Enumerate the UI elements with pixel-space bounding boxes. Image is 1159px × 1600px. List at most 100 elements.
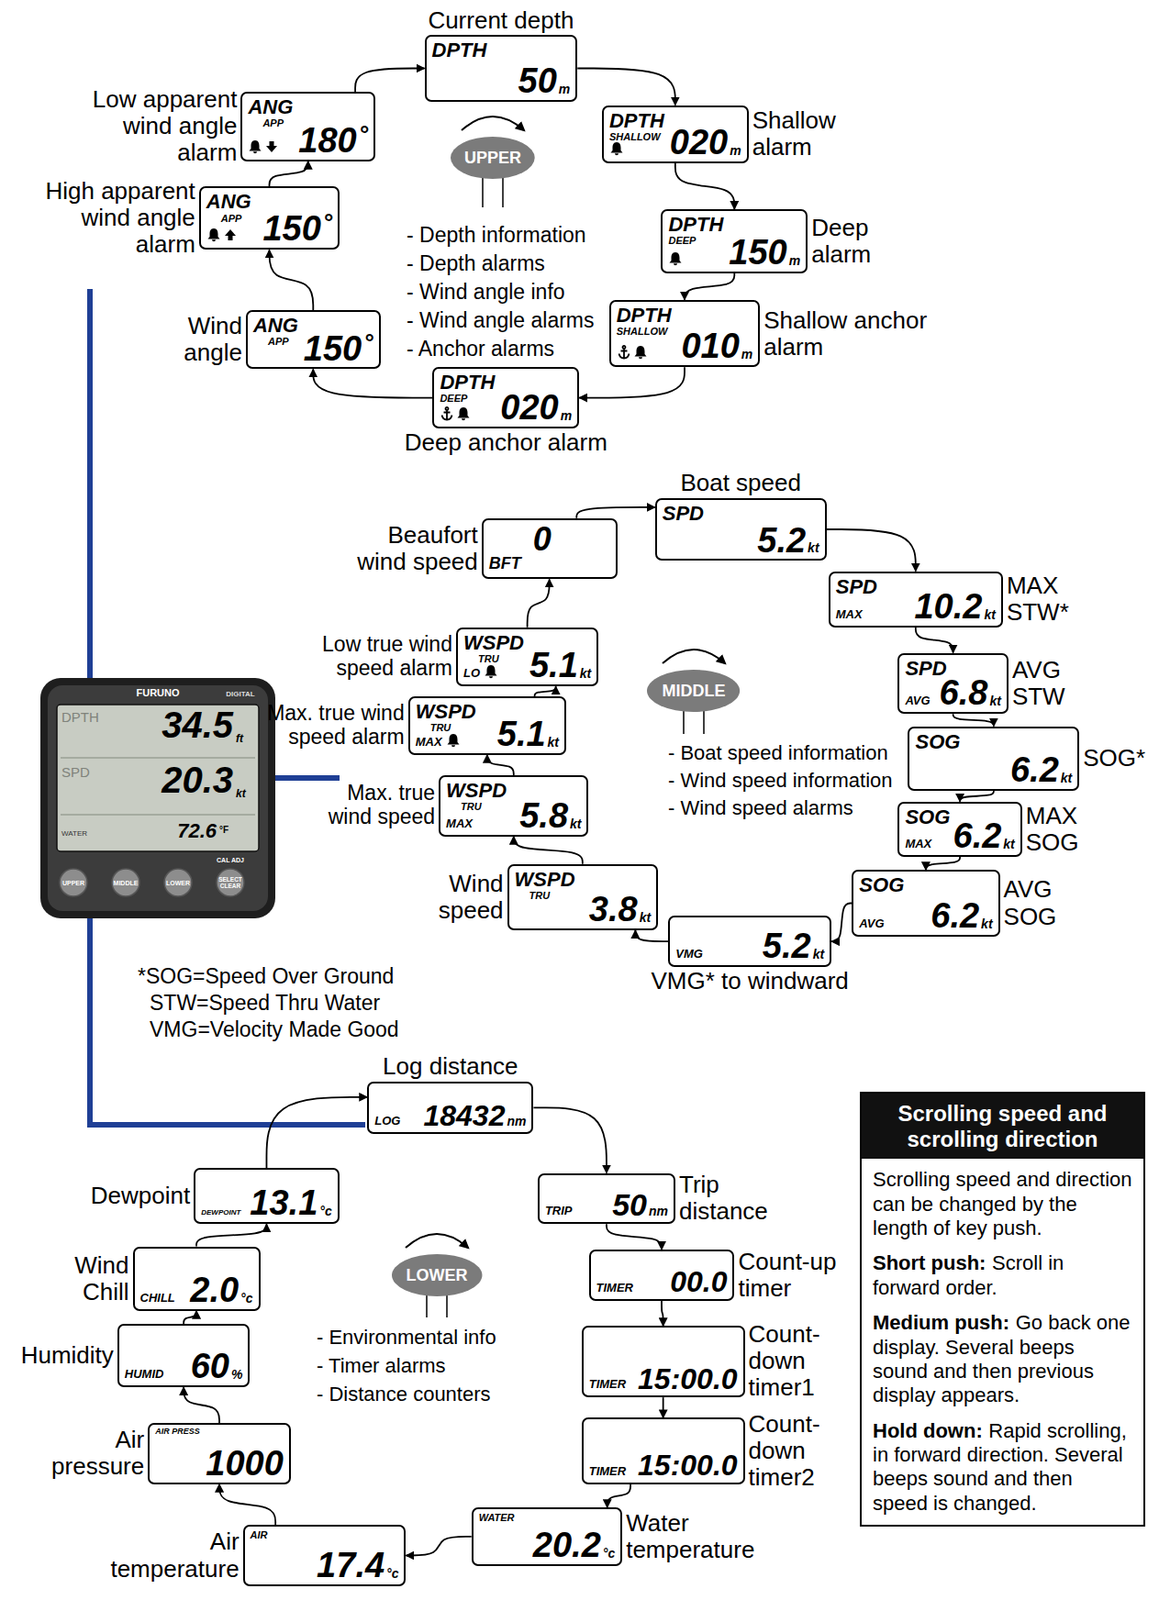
display-text-group — [247, 139, 281, 157]
display-caption: SOG* — [1082, 745, 1146, 772]
display-sublabel: SHALLOW — [609, 131, 665, 143]
unit-label: m — [789, 254, 801, 268]
display-value: 3.8 — [589, 893, 638, 926]
display-screen: WSPDTRU3.8ktWind speed — [507, 864, 659, 931]
display-screen: SPD5.2ktBoat speed — [655, 498, 827, 562]
display-caption: Dewpoint — [90, 1182, 190, 1210]
display-label: SPD — [904, 657, 947, 680]
footnote: *SOG=Speed Over Ground — [137, 964, 394, 989]
cycle-arrow — [183, 1311, 197, 1325]
unit-label: kt — [813, 947, 825, 961]
display-screen: SPDAVG6.8ktAVG STW — [897, 653, 1009, 715]
unit-label: % — [231, 1368, 243, 1382]
button-text-group: MIDDLE — [646, 668, 741, 714]
lcd-divider — [60, 757, 256, 759]
display-screen: DEWPOINT13.1°cDewpoint — [193, 1168, 339, 1225]
display-label: DPTH — [432, 39, 488, 61]
display-value: 020 — [500, 391, 558, 424]
display-text-group: ANGAPP — [253, 314, 299, 347]
button-label: MIDDLE — [661, 681, 725, 702]
display-screen: HUMID60%Humidity — [117, 1324, 251, 1388]
display-screen: CHILL2.0°cWind Chill — [133, 1247, 261, 1312]
cycle-arrow — [915, 627, 954, 654]
display-sublabel: DEEP — [439, 392, 495, 404]
display-value: 6.2 — [1010, 754, 1059, 787]
display-caption: Wind Chill — [60, 1252, 130, 1306]
display-text-group: 180° — [247, 124, 368, 157]
display-value: 2.0 — [189, 1274, 239, 1307]
display-value: 180 — [298, 124, 357, 157]
bell-icon — [445, 733, 461, 748]
display-screen: ANGAPP150°Wind angle — [245, 310, 381, 369]
display-text-group: 010m — [616, 330, 754, 363]
feature-list-item: - Wind speed alarms — [668, 796, 854, 820]
rotation-arrow — [405, 1234, 469, 1249]
display-text-group: MAX — [904, 837, 936, 853]
display-screen: 0BFTBeaufort wind speed — [481, 518, 618, 580]
display-value: 5.2 — [757, 524, 806, 558]
feature-list-item: - Distance counters — [316, 1382, 491, 1406]
display-text-group: DPTHDEEP — [668, 213, 724, 246]
display-caption: Current depth — [427, 7, 574, 34]
bell-symbol — [485, 665, 498, 679]
display-sublabel: APP — [221, 212, 252, 224]
unit-label: °c — [319, 1204, 332, 1218]
display-caption: Count-up timer — [737, 1248, 848, 1303]
rotation-arrow — [662, 649, 725, 664]
display-text-group: 020m — [609, 126, 742, 159]
down-icon — [264, 139, 279, 155]
display-caption: High apparent wind angle alarm — [30, 178, 196, 258]
display-text-group: VMG — [675, 947, 707, 963]
lcd-unit: ft — [235, 733, 244, 745]
display-text-group: 150m — [728, 236, 801, 269]
bell-icon — [668, 251, 683, 267]
display-value: 150 — [728, 236, 787, 269]
display-value: 1000 — [205, 1448, 284, 1481]
unit-label: °c — [602, 1547, 615, 1561]
device-key — [59, 869, 88, 897]
feature-list-item: - Anchor alarms — [406, 336, 555, 361]
display-caption: Max. true wind speed alarm — [248, 702, 405, 750]
display-text-group: BFT — [489, 555, 525, 575]
bell-symbol — [634, 345, 647, 359]
display-text-group: 17.4°c — [316, 1549, 399, 1583]
panel-text: Scrolling speed and direction can be cha… — [872, 1168, 1133, 1241]
display-text-group: 20.2°c — [479, 1529, 616, 1562]
device-key — [216, 869, 245, 897]
display-caption: Air temperature — [101, 1528, 240, 1583]
display-caption: Shallow anchor alarm — [763, 306, 948, 360]
display-label: SOG — [858, 874, 904, 896]
display-text-group: SOG — [914, 731, 960, 753]
display-value: 15:00.0 — [637, 1452, 738, 1480]
cycle-arrow — [487, 755, 514, 776]
display-caption: Low true wind speed alarm — [296, 633, 453, 681]
display-text-group: 5.2kt — [662, 524, 820, 558]
display-text-group: BFT — [489, 555, 611, 575]
unit-label: kt — [579, 667, 591, 680]
display-text-group: AVG6.2kt — [858, 900, 992, 933]
display-text-group: 50m — [432, 65, 571, 98]
feature-list-item: - Boat speed information — [668, 741, 889, 765]
display-text-group: MAX10.2kt — [835, 590, 996, 624]
display-text-group: 17.4°c — [250, 1549, 400, 1583]
display-value: 5.1 — [497, 718, 547, 751]
display-label: SOG — [904, 806, 950, 828]
display-sublabel: SHALLOW — [616, 325, 672, 337]
unit-label: ° — [363, 330, 373, 355]
footnote: STW=Speed Thru Water — [149, 991, 380, 1015]
device-key — [164, 869, 192, 897]
display-text-group: LOG — [374, 1114, 404, 1130]
display-screen: DPTHSHALLOW020mShallow alarm — [601, 105, 749, 164]
display-text-group: DEWPOINT — [200, 1209, 245, 1220]
display-value: 5.2 — [762, 930, 812, 963]
display-text-group: 150° — [262, 212, 333, 246]
display-sublabel: TRU — [430, 722, 477, 734]
device-key — [111, 869, 140, 897]
bell-symbol — [457, 407, 470, 421]
unit-label: kt — [1002, 837, 1015, 851]
display-label: WSPD — [514, 869, 576, 891]
display-value: 0 — [533, 523, 552, 557]
panel-term: Hold down: — [872, 1419, 983, 1443]
display-text-group: 1000 — [205, 1448, 284, 1481]
unit-label: kt — [983, 608, 995, 622]
